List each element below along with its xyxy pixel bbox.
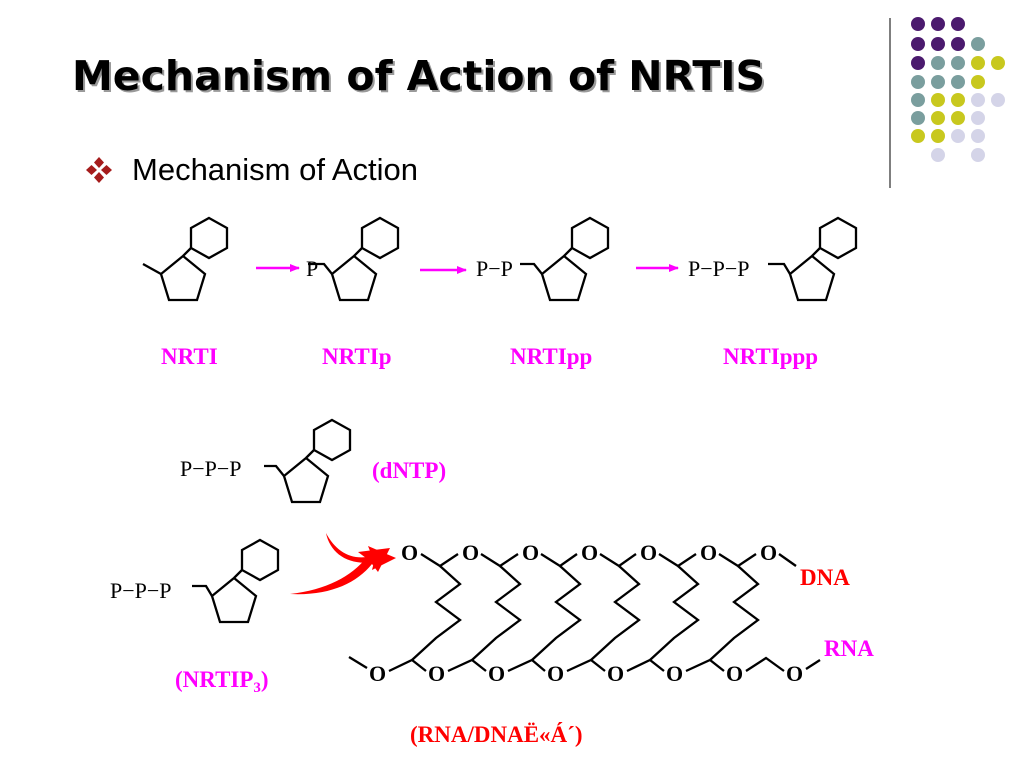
nrtip-structure: [308, 216, 400, 302]
rna-oxygen: O: [666, 661, 683, 686]
rna-oxygen: O: [369, 661, 386, 686]
label-nrti: NRTI: [161, 344, 218, 369]
nrtip3-structure: [192, 538, 280, 624]
label-nrtip3: (NRTIP3): [175, 667, 269, 696]
decorative-dot-grid-icon: [911, 17, 1005, 162]
label-nrtipp: NRTIpp: [510, 344, 592, 369]
competition-arrow-lower: [290, 548, 390, 595]
label-rna: RNA: [824, 636, 874, 661]
dna-oxygen: O: [581, 540, 598, 565]
slide-title: Mechanism of Action of NRTIS: [72, 52, 766, 100]
bullet-text: Mechanism of Action: [132, 152, 419, 187]
dna-oxygen: O: [760, 540, 777, 565]
dna-oxygen: O: [522, 540, 539, 565]
rna-oxygen: O: [547, 661, 564, 686]
nrtippp-structure: [768, 216, 858, 302]
rna-oxygen: O: [428, 661, 445, 686]
label-dntp: (dNTP): [372, 458, 446, 483]
nrti-structure: [142, 216, 229, 302]
label-nrtip: NRTIp: [322, 344, 392, 369]
four-diamond-bullet-icon: [86, 157, 112, 183]
rna-oxygen: O: [786, 661, 803, 686]
nrtip-phosphate: P: [306, 256, 318, 281]
base-pair-connectors: [411, 565, 760, 661]
nrtip3-phosphates: P−P−P: [110, 578, 172, 603]
rna-oxygen: O: [488, 661, 505, 686]
nrtipp-phosphates: P−P: [476, 256, 513, 281]
dna-strand: O O O O O O O: [401, 540, 797, 568]
dna-oxygen: O: [700, 540, 717, 565]
dna-oxygen: O: [640, 540, 657, 565]
label-nrtippp: NRTIppp: [723, 344, 818, 369]
bullet-row: Mechanism of Action: [84, 150, 418, 190]
nrtippp-phosphates: P−P−P: [688, 256, 750, 281]
nrtipp-structure: [520, 216, 610, 302]
dntp-structure: [264, 418, 352, 504]
dntp-phosphates: P−P−P: [180, 456, 242, 481]
dna-oxygen: O: [462, 540, 479, 565]
dna-oxygen: O: [401, 540, 418, 565]
rna-oxygen: O: [726, 661, 743, 686]
label-dna: DNA: [800, 565, 850, 590]
rna-oxygen: O: [607, 661, 624, 686]
rna-strand: O O O O O O O O: [348, 656, 821, 686]
label-rna-dna-hybrid: (RNA/DNAË«Á´): [410, 722, 582, 747]
